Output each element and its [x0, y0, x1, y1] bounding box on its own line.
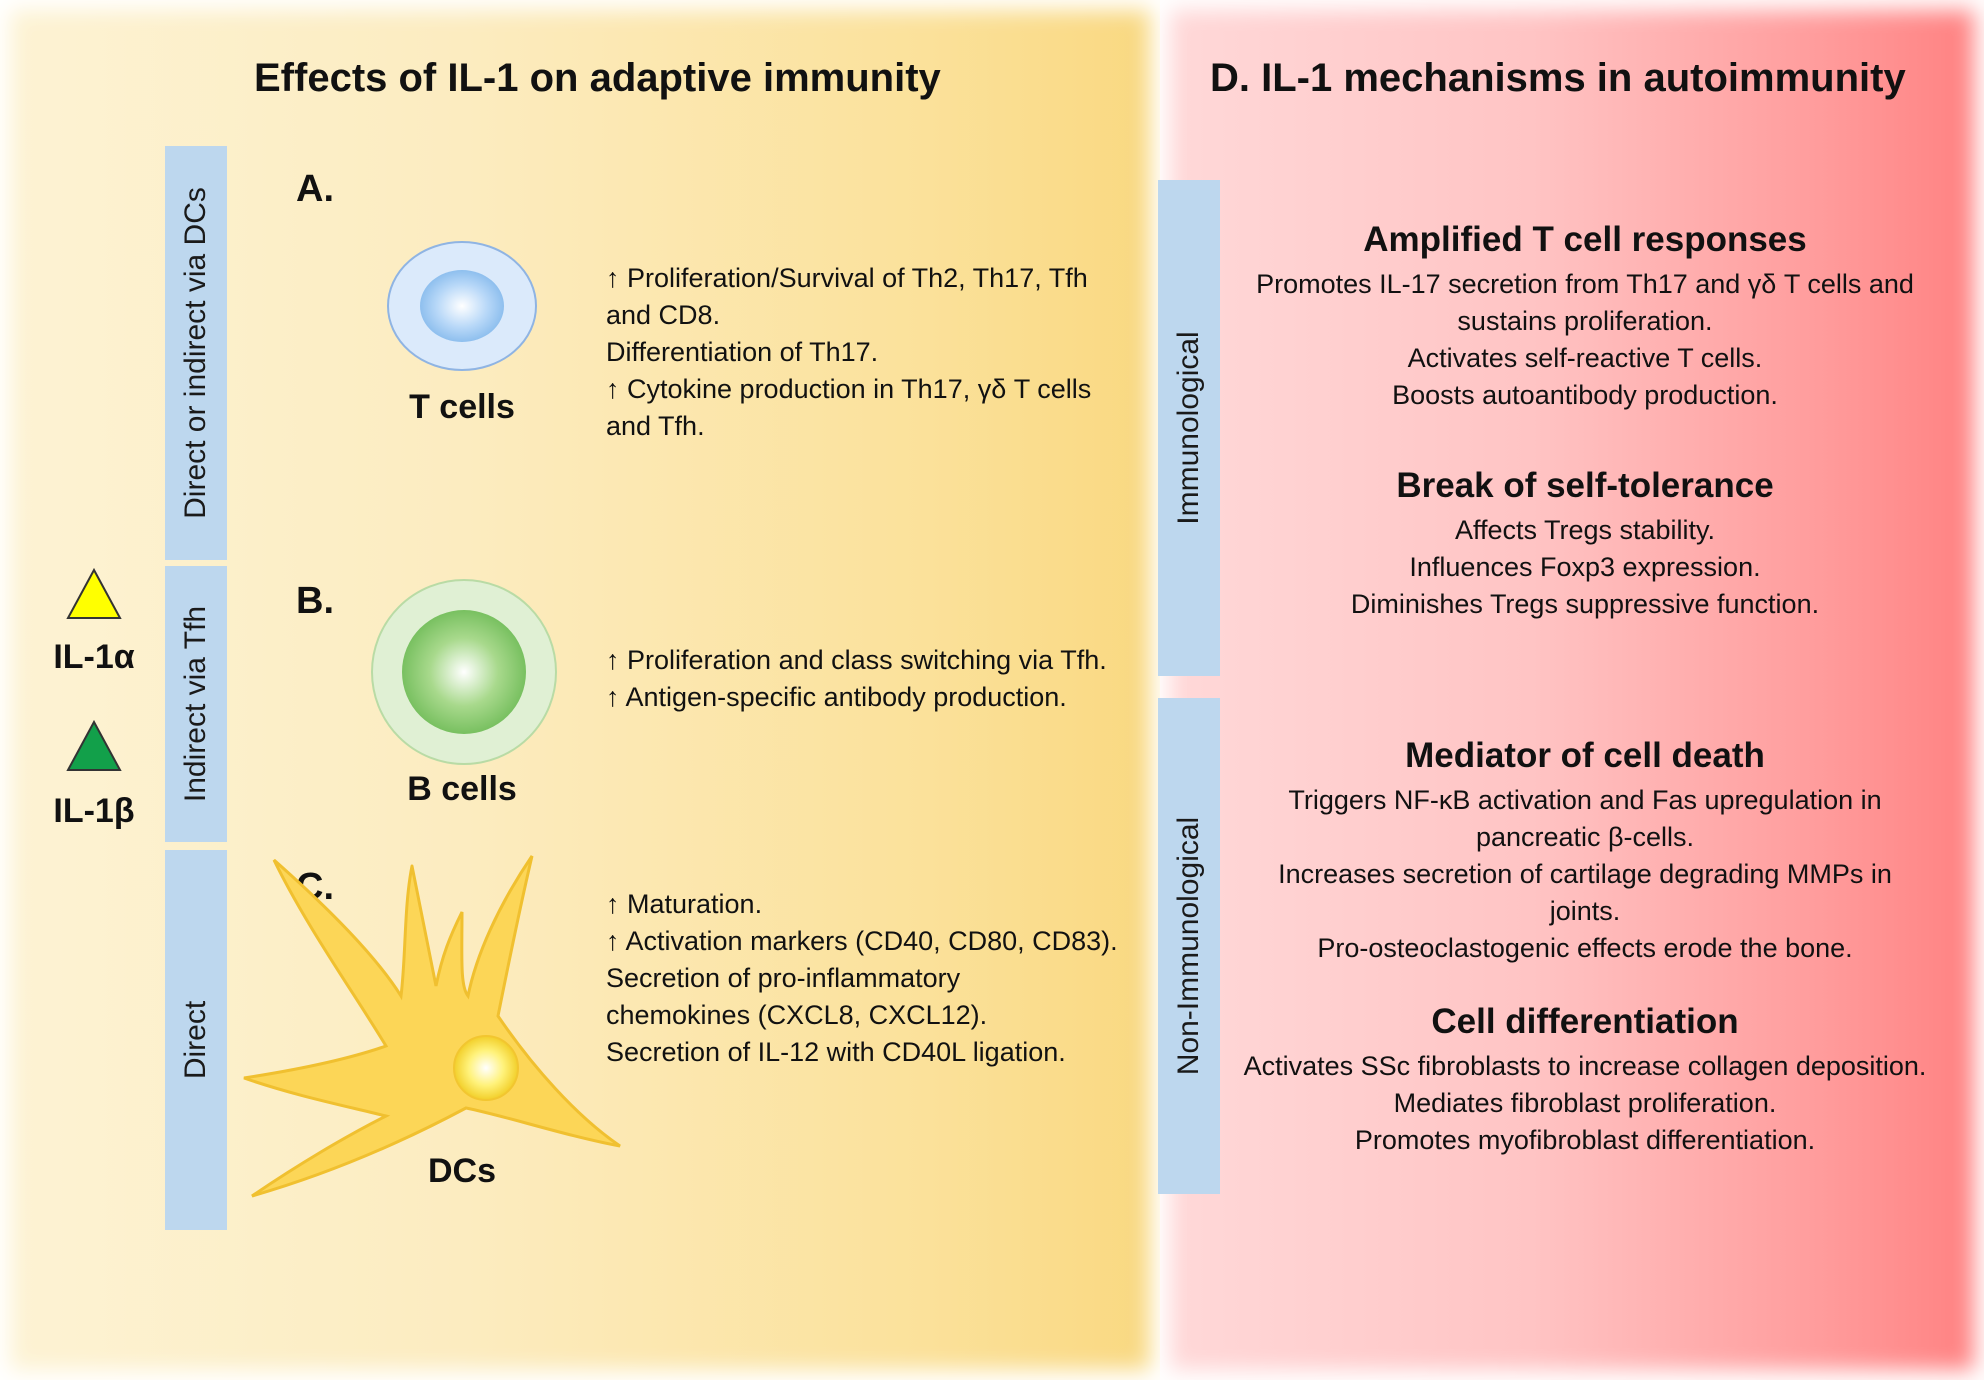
mechanism-heading: Break of self-tolerance [1396, 466, 1774, 505]
description-line: ↑ Cytokine production in Th17, γδ T cell… [606, 374, 1092, 404]
description-line: Secretion of pro-inflammatory [606, 963, 961, 993]
mechanism-amplified-t-cell-responses: Amplified T cell responses Promotes IL-1… [1230, 220, 1940, 414]
description-line: Secretion of IL-12 with CD40L ligation. [606, 1037, 1066, 1067]
mechanism-line: Activates SSc fibroblasts to increase co… [1243, 1051, 1927, 1081]
dcs-description: ↑ Maturation. ↑ Activation markers (CD40… [606, 886, 1176, 1071]
description-line: ↑ Antigen-specific antibody production. [606, 682, 1067, 712]
section-letter-b: B. [296, 580, 334, 622]
description-line: and CD8. [606, 300, 721, 330]
legend-label-il1-beta: IL-1β [53, 792, 135, 830]
bar-label: Immunological [1172, 331, 1205, 525]
description-line: and Tfh. [606, 411, 705, 441]
bar-direct-or-indirect-via-dcs: Direct or indirect via DCs [165, 146, 227, 560]
description-line: ↑ Proliferation and class switching via … [606, 645, 1107, 675]
mechanism-line: Pro-osteoclastogenic effects erode the b… [1317, 933, 1853, 963]
description-line: ↑ Activation markers (CD40, CD80, CD83). [606, 926, 1118, 956]
mechanism-line: Influences Foxp3 expression. [1409, 552, 1761, 582]
mechanism-line: Increases secretion of cartilage degradi… [1278, 859, 1892, 889]
b-cell-icon [371, 579, 557, 765]
dendritic-cell-icon [243, 855, 621, 1198]
b-cells-description: ↑ Proliferation and class switching via … [606, 642, 1176, 716]
il1-alpha-triangle-icon [66, 567, 122, 619]
description-line: ↑ Proliferation/Survival of Th2, Th17, T… [606, 263, 1088, 293]
bar-indirect-via-tfh: Indirect via Tfh [165, 566, 227, 842]
mechanism-break-of-self-tolerance: Break of self-tolerance Affects Tregs st… [1230, 466, 1940, 623]
il1-beta-triangle-icon [66, 719, 122, 771]
mechanism-line: Affects Tregs stability. [1454, 515, 1716, 545]
cell-label-t-cells: T cells [409, 388, 515, 426]
bar-label: Non-Immunological [1172, 816, 1205, 1076]
bar-non-immunological: Non-Immunological [1158, 698, 1220, 1194]
legend-label-il1-alpha: IL-1α [53, 638, 135, 676]
bar-label: Indirect via Tfh [179, 605, 212, 803]
t-cell-icon [387, 241, 537, 371]
t-cells-description: ↑ Proliferation/Survival of Th2, Th17, T… [606, 260, 1176, 445]
mechanism-line: pancreatic β-cells. [1475, 822, 1695, 852]
mechanism-heading: Cell differentiation [1431, 1002, 1739, 1041]
mechanism-line: Triggers NF-κB activation and Fas upregu… [1288, 785, 1882, 815]
mechanism-line: Promotes IL-17 secretion from Th17 and γ… [1256, 269, 1914, 299]
bar-label: Direct [179, 1000, 212, 1080]
right-panel-title: D. IL-1 mechanisms in autoimmunity [1210, 56, 1906, 100]
bar-label: Direct or indirect via DCs [179, 187, 212, 519]
mechanism-line: Diminishes Tregs suppressive function. [1350, 589, 1820, 619]
mechanism-line: Boosts autoantibody production. [1392, 380, 1778, 410]
mechanism-mediator-of-cell-death: Mediator of cell death Triggers NF-κB ac… [1230, 736, 1940, 967]
description-line: chemokines (CXCL8, CXCL12). [606, 1000, 988, 1030]
description-line: Differentiation of Th17. [606, 337, 879, 367]
mechanism-line: sustains proliferation. [1457, 306, 1713, 336]
right-panel-background [1160, 0, 1984, 1380]
cell-label-dcs: DCs [427, 1152, 497, 1190]
left-panel-title: Effects of IL-1 on adaptive immunity [254, 56, 941, 100]
mechanism-heading: Amplified T cell responses [1363, 220, 1807, 259]
mechanism-line: joints. [1549, 896, 1621, 926]
bar-direct: Direct [165, 850, 227, 1230]
bar-immunological: Immunological [1158, 180, 1220, 676]
description-line: ↑ Maturation. [606, 889, 763, 919]
section-letter-a: A. [296, 168, 334, 210]
mechanism-line: Mediates fibroblast proliferation. [1393, 1088, 1777, 1118]
mechanism-line: Promotes myofibroblast differentiation. [1354, 1125, 1816, 1155]
mechanism-cell-differentiation: Cell differentiation Activates SSc fibro… [1230, 1002, 1940, 1159]
mechanism-line: Activates self-reactive T cells. [1407, 343, 1763, 373]
cell-label-b-cells: B cells [407, 770, 517, 808]
mechanism-heading: Mediator of cell death [1405, 736, 1765, 775]
